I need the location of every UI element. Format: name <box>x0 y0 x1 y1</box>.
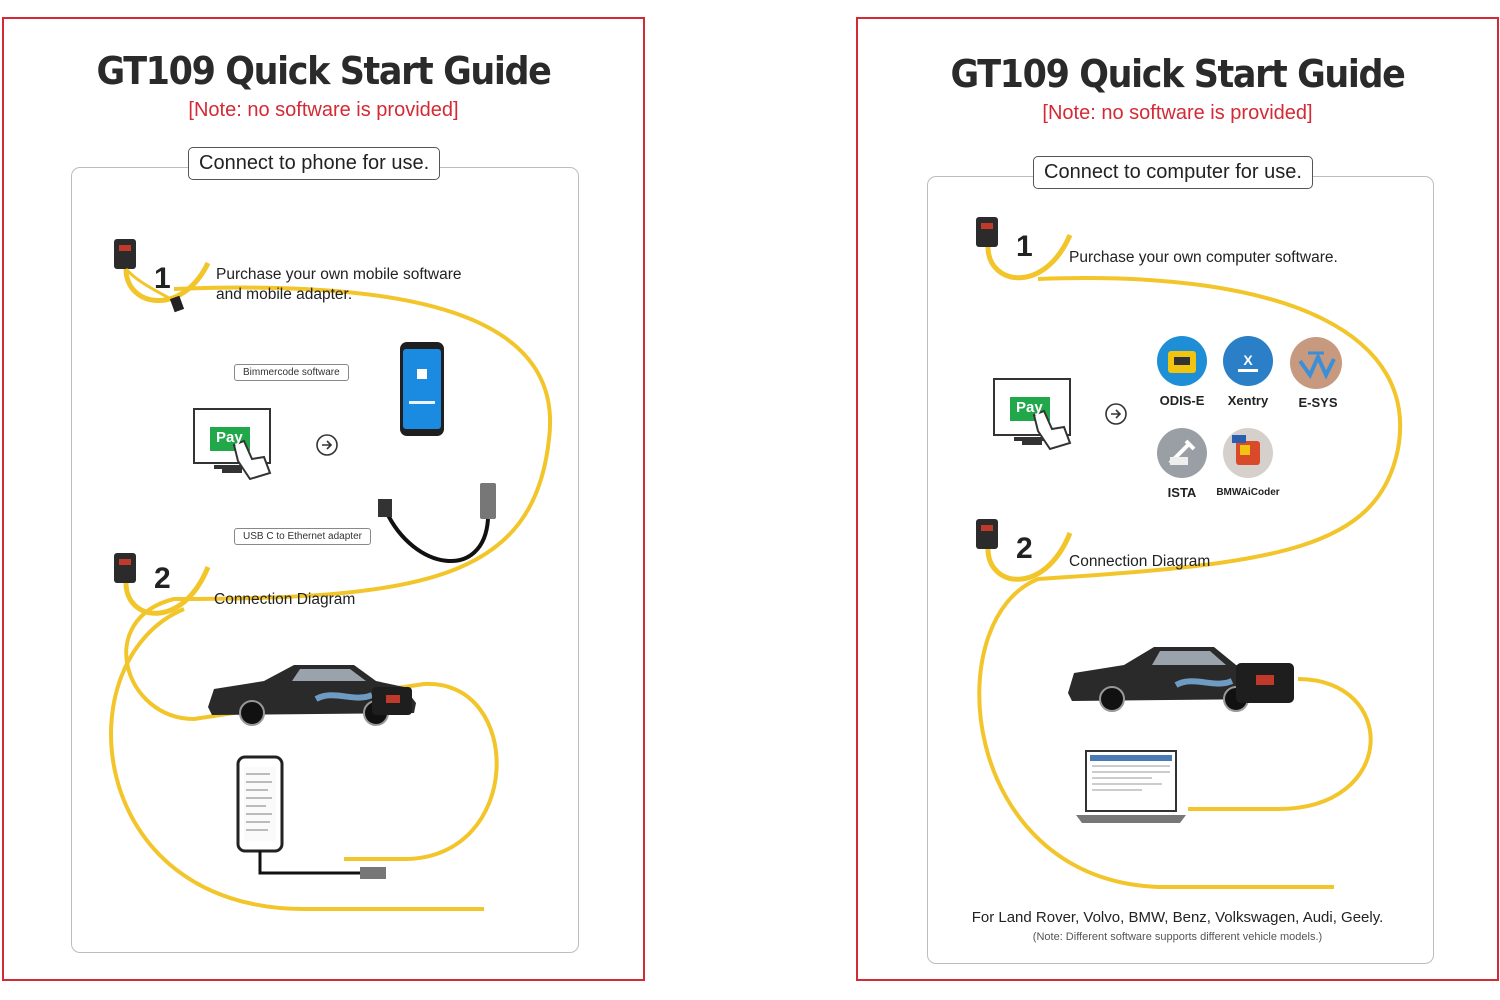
step1-number: 1 <box>154 262 171 295</box>
arrow-right-icon <box>316 434 338 456</box>
laptop-icon <box>1076 750 1186 823</box>
app-name-ista: ISTA <box>1167 485 1197 500</box>
step1-number: 1 <box>1016 230 1033 263</box>
vehicle-support-note: (Note: Different software supports diffe… <box>1032 931 1323 943</box>
guide-title: GT109 Quick Start Guide <box>950 52 1406 96</box>
guide-title: GT109 Quick Start Guide <box>96 49 552 93</box>
bmwaicoder-icon <box>1223 428 1273 478</box>
step1-text-line2: and mobile adapter. <box>216 286 353 303</box>
car-icon <box>1068 647 1294 712</box>
phone-connected-icon <box>236 755 386 879</box>
step2-text: Connection Diagram <box>1069 553 1211 570</box>
app-name-bmwaicoder: BMWAiCoder <box>1216 487 1280 498</box>
software-label: Bimmercode software <box>234 364 349 381</box>
step2-number: 2 <box>1016 532 1033 565</box>
obd-connector-icon <box>114 553 211 616</box>
phone-guide-sheet: GT109 Quick Start Guide [Note: no softwa… <box>2 17 645 981</box>
guide-note: [Note: no software is provided] <box>188 99 459 121</box>
obd-connector-icon <box>976 217 1073 281</box>
obd-connector-icon <box>114 239 211 313</box>
adapter-label: USB C to Ethernet adapter <box>234 528 371 545</box>
xentry-icon: X <box>1223 336 1273 386</box>
ethernet-adapter-icon <box>378 483 496 563</box>
app-name-xentry: Xentry <box>1227 393 1269 408</box>
monitor-icon <box>193 408 272 481</box>
ista-icon <box>1157 428 1207 478</box>
obd-connector-icon <box>976 519 1073 582</box>
step2-text: Connection Diagram <box>214 591 356 608</box>
section-label: Connect to phone for use. <box>188 147 441 180</box>
monitor-icon <box>993 378 1072 451</box>
phone-icon <box>400 342 444 436</box>
computer-guide-sheet: GT109 Quick Start Guide [Note: no softwa… <box>856 17 1499 981</box>
cable-path <box>977 276 1403 889</box>
step2-number: 2 <box>154 562 171 595</box>
app-name-odis-e: ODIS-E <box>1159 393 1205 408</box>
svg-text:X: X <box>1243 352 1253 368</box>
step1-text: Purchase your own computer software. <box>1069 249 1338 266</box>
cable-path <box>109 285 553 911</box>
vehicle-support-text: For Land Rover, Volvo, BMW, Benz, Volksw… <box>971 909 1384 926</box>
odis-e-icon <box>1157 336 1207 386</box>
step1-text-line1: Purchase your own mobile software <box>216 266 462 283</box>
section-label: Connect to computer for use. <box>1033 156 1313 189</box>
arrow-right-icon <box>1105 403 1127 425</box>
guide-note: [Note: no software is provided] <box>1042 102 1313 124</box>
pay-label: Pay <box>1016 399 1043 416</box>
e-sys-icon <box>1290 337 1342 389</box>
pay-label: Pay <box>216 429 243 446</box>
car-icon <box>208 665 416 726</box>
app-name-e-sys: E-SYS <box>1298 395 1338 410</box>
